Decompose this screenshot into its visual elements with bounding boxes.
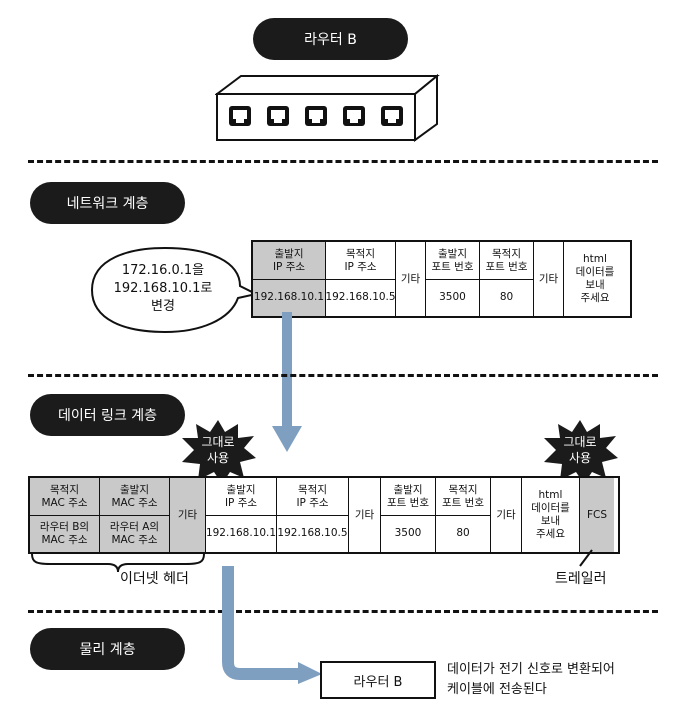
- dst-ip-value: 192.168.10.5: [325, 279, 396, 316]
- burst-left-shape: [182, 420, 256, 484]
- frame-dst-port-value: 80: [436, 515, 491, 552]
- frame-dst-port-header: 목적지 포트 번호: [436, 478, 491, 515]
- row-divider: [206, 515, 349, 516]
- router-icon: [215, 73, 440, 142]
- frame-etc-cell-2: 기타: [491, 478, 522, 552]
- frame-etc-cell: 기타: [170, 478, 206, 552]
- router-b-title-text: 라우터 B: [304, 32, 357, 48]
- dst-mac-header: 목적지 MAC 주소: [30, 478, 100, 515]
- speech-bubble-shape: [90, 246, 259, 334]
- src-port-header: 출발지 포트 번호: [426, 242, 480, 279]
- physical-note: 데이터가 전기 신호로 변환되어 케이블에 전송된다: [447, 662, 615, 697]
- physical-layer-label-text: 물리 계층: [79, 642, 136, 658]
- arrow-bent-icon: [222, 566, 322, 684]
- row-divider: [381, 515, 491, 516]
- burst-left-text: 그대로 사용: [201, 435, 235, 465]
- src-mac-header: 출발지 MAC 주소: [100, 478, 170, 515]
- row-divider: [30, 515, 170, 516]
- divider-3: [28, 610, 658, 613]
- src-ip-header: 출발지 IP 주소: [253, 242, 326, 279]
- trailer-pointer: [579, 549, 593, 567]
- ethernet-header-label: 이더넷 헤더: [120, 571, 189, 587]
- row-divider: [253, 279, 396, 280]
- dst-port-header: 목적지 포트 번호: [480, 242, 534, 279]
- dst-mac-value: 라우터 B의 MAC 주소: [30, 515, 100, 552]
- src-port-value: 3500: [426, 279, 480, 316]
- trailer-label: 트레일러: [555, 571, 607, 587]
- frame-src-ip-value: 192.168.10.1: [206, 515, 277, 552]
- arrow-down-icon: [272, 312, 302, 452]
- frame-src-port-value: 3500: [381, 515, 436, 552]
- ethernet-frame: 목적지 MAC 주소 출발지 MAC 주소 라우터 B의 MAC 주소 라우터 …: [28, 476, 620, 554]
- router-b-box-label: 라우터 B: [353, 674, 403, 690]
- datalink-layer-label: 데이터 링크 계층: [30, 394, 185, 436]
- burst-right-text: 그대로 사용: [563, 435, 597, 465]
- frame-payload-cell: html 데이터를 보내 주세요: [522, 478, 580, 552]
- frame-etc-cell-1: 기타: [349, 478, 381, 552]
- burst-right-shape: [544, 420, 618, 484]
- router-b-box: 라우터 B: [320, 661, 436, 699]
- etc-cell-2: 기타: [534, 242, 564, 316]
- etc-cell-1: 기타: [396, 242, 426, 316]
- network-layer-label: 네트워크 계층: [30, 182, 185, 224]
- network-layer-label-text: 네트워크 계층: [66, 196, 149, 212]
- frame-dst-ip-value: 192.168.10.5: [277, 515, 349, 552]
- fcs-cell: FCS: [580, 478, 614, 552]
- speech-bubble-text: 172.16.0.1을 192.168.10.1로 변경: [113, 263, 213, 314]
- frame-dst-ip-header: 목적지 IP 주소: [277, 478, 349, 515]
- src-mac-value: 라우터 A의 MAC 주소: [100, 515, 170, 552]
- payload-cell: html 데이터를 보내 주세요: [575, 253, 615, 304]
- divider-1: [28, 160, 658, 163]
- dst-port-value: 80: [480, 279, 534, 316]
- ethernet-header-brace: [31, 553, 205, 573]
- dst-ip-header: 목적지 IP 주소: [326, 242, 396, 279]
- datalink-layer-label-text: 데이터 링크 계층: [57, 408, 158, 424]
- src-ip-value: 192.168.10.1: [253, 279, 326, 316]
- network-packet: 출발지 IP 주소 목적지 IP 주소 192.168.10.1 192.168…: [251, 240, 632, 318]
- frame-src-ip-header: 출발지 IP 주소: [206, 478, 277, 515]
- frame-src-port-header: 출발지 포트 번호: [381, 478, 436, 515]
- divider-2: [28, 374, 658, 377]
- physical-layer-label: 물리 계층: [30, 628, 185, 670]
- row-divider: [426, 279, 534, 280]
- router-b-title: 라우터 B: [253, 18, 408, 60]
